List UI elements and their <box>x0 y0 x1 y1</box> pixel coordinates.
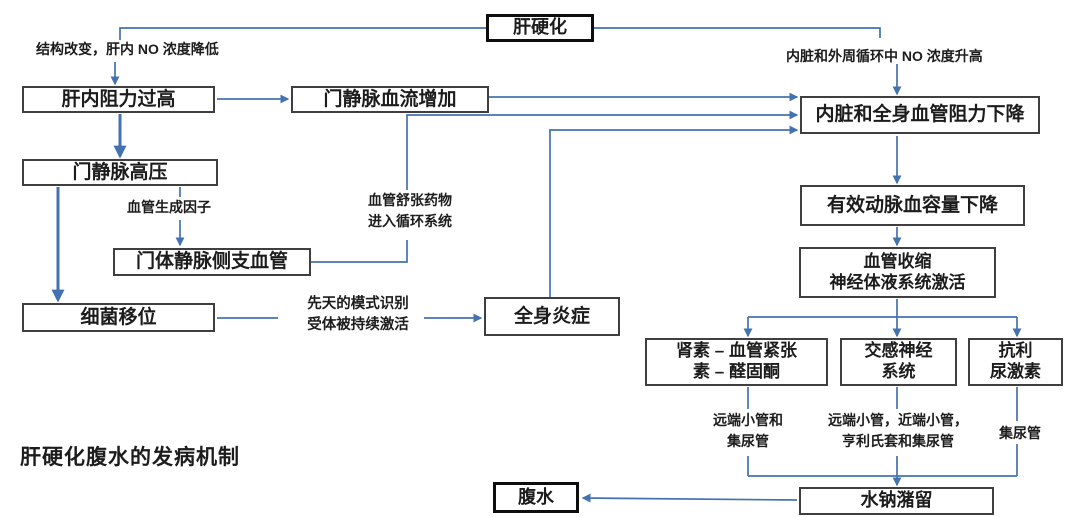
node-raas-line2: 素 – 醛固酮 <box>693 362 780 381</box>
node-cirrhosis-label: 肝硬化 <box>513 17 567 38</box>
node-adh: 抗利 尿激素 <box>968 338 1063 386</box>
node-splanchnic-resistance-drop-label: 内脏和全身血管阻力下降 <box>815 104 1025 126</box>
label-vasodilators-line2: 进入循环系统 <box>368 213 452 229</box>
label-pattern-receptors: 先天的模式识别 受体被持续激活 <box>280 294 436 336</box>
arrow-sodium-to-ascites <box>581 493 798 503</box>
node-sympathetic-line1: 交感神经 <box>864 341 933 361</box>
node-vasoconstriction: 血管收缩 神经体液系统激活 <box>799 247 996 298</box>
node-vasoconstriction-line2: 神经体液系统激活 <box>829 272 966 292</box>
node-raas: 肾素 – 血管紧张 素 – 醛固酮 <box>645 338 828 386</box>
node-sodium-retention-label: 水钠潴留 <box>860 490 933 511</box>
label-vasodilators-line1: 血管舒张药物 <box>368 192 452 208</box>
edge-collaterals-up <box>311 240 408 263</box>
node-intrahepatic-resistance: 肝内阻力过高 <box>22 86 215 113</box>
diagram-title: 肝硬化腹水的发病机制 <box>20 446 240 469</box>
node-sympathetic-line2: 系统 <box>881 362 916 381</box>
node-bacterial-translocation-label: 细菌移位 <box>80 306 157 328</box>
node-raas-line1: 肾素 – 血管紧张 <box>676 341 797 361</box>
node-portal-flow-increase-label: 门静脉血流增加 <box>323 88 457 110</box>
node-ascites: 腹水 <box>493 482 579 513</box>
edge-cirrhosis-right <box>594 27 881 38</box>
node-portal-hypertension: 门静脉高压 <box>22 159 218 186</box>
edge-cirrhosis-left <box>119 27 486 40</box>
node-effective-volume-drop-label: 有效动脉血容量下降 <box>826 194 998 216</box>
label-distal-tubule-line1: 远端小管和 <box>713 412 783 428</box>
label-pattern-receptors-line1: 先天的模式识别 <box>307 296 409 312</box>
node-splanchnic-resistance-drop: 内脏和全身血管阻力下降 <box>800 96 1040 134</box>
node-adh-line1: 抗利 <box>998 341 1033 361</box>
node-portosystemic-collaterals: 门体静脉侧支血管 <box>113 248 311 276</box>
node-systemic-inflammation-label: 全身炎症 <box>513 305 590 327</box>
node-portosystemic-collaterals-label: 门体静脉侧支血管 <box>135 251 288 273</box>
label-structural-change: 结构改变，肝内 NO 浓度降低 <box>36 41 219 57</box>
label-distal-tubule-line2: 集尿管 <box>727 433 769 449</box>
label-angiogenic-factor: 血管生成因子 <box>127 199 211 215</box>
label-tubules: 远端小管，近端小管， 亨利氏套和集尿管 <box>815 410 981 452</box>
node-intrahepatic-resistance-label: 肝内阻力过高 <box>61 88 176 110</box>
node-effective-volume-drop: 有效动脉血容量下降 <box>800 185 1025 226</box>
node-adh-line2: 尿激素 <box>990 362 1041 381</box>
node-sodium-retention: 水钠潴留 <box>799 487 994 515</box>
node-sympathetic: 交感神经 系统 <box>840 338 957 386</box>
node-cirrhosis: 肝硬化 <box>486 14 594 42</box>
label-pattern-receptors-line2: 受体被持续激活 <box>307 317 409 333</box>
node-bacterial-translocation: 细菌移位 <box>22 303 215 332</box>
label-no-increase: 内脏和外周循环中 NO 浓度升高 <box>786 48 983 64</box>
label-vasodilators: 血管舒张药物 进入循环系统 <box>345 190 475 232</box>
label-tubules-line1: 远端小管，近端小管， <box>828 412 968 428</box>
node-ascites-label: 腹水 <box>518 486 554 507</box>
label-collecting-duct: 集尿管 <box>999 425 1041 441</box>
node-portal-hypertension-label: 门静脉高压 <box>72 161 168 183</box>
node-systemic-inflammation: 全身炎症 <box>484 297 620 336</box>
arrow-vasodilators-to-splanchnic <box>406 110 799 190</box>
node-vasoconstriction-line1: 血管收缩 <box>863 251 932 271</box>
node-portal-flow-increase: 门静脉血流增加 <box>291 86 489 113</box>
label-distal-tubule: 远端小管和 集尿管 <box>700 410 796 452</box>
arrow-inflammation-to-splanchnic <box>549 125 799 297</box>
label-tubules-line2: 亨利氏套和集尿管 <box>842 433 954 449</box>
